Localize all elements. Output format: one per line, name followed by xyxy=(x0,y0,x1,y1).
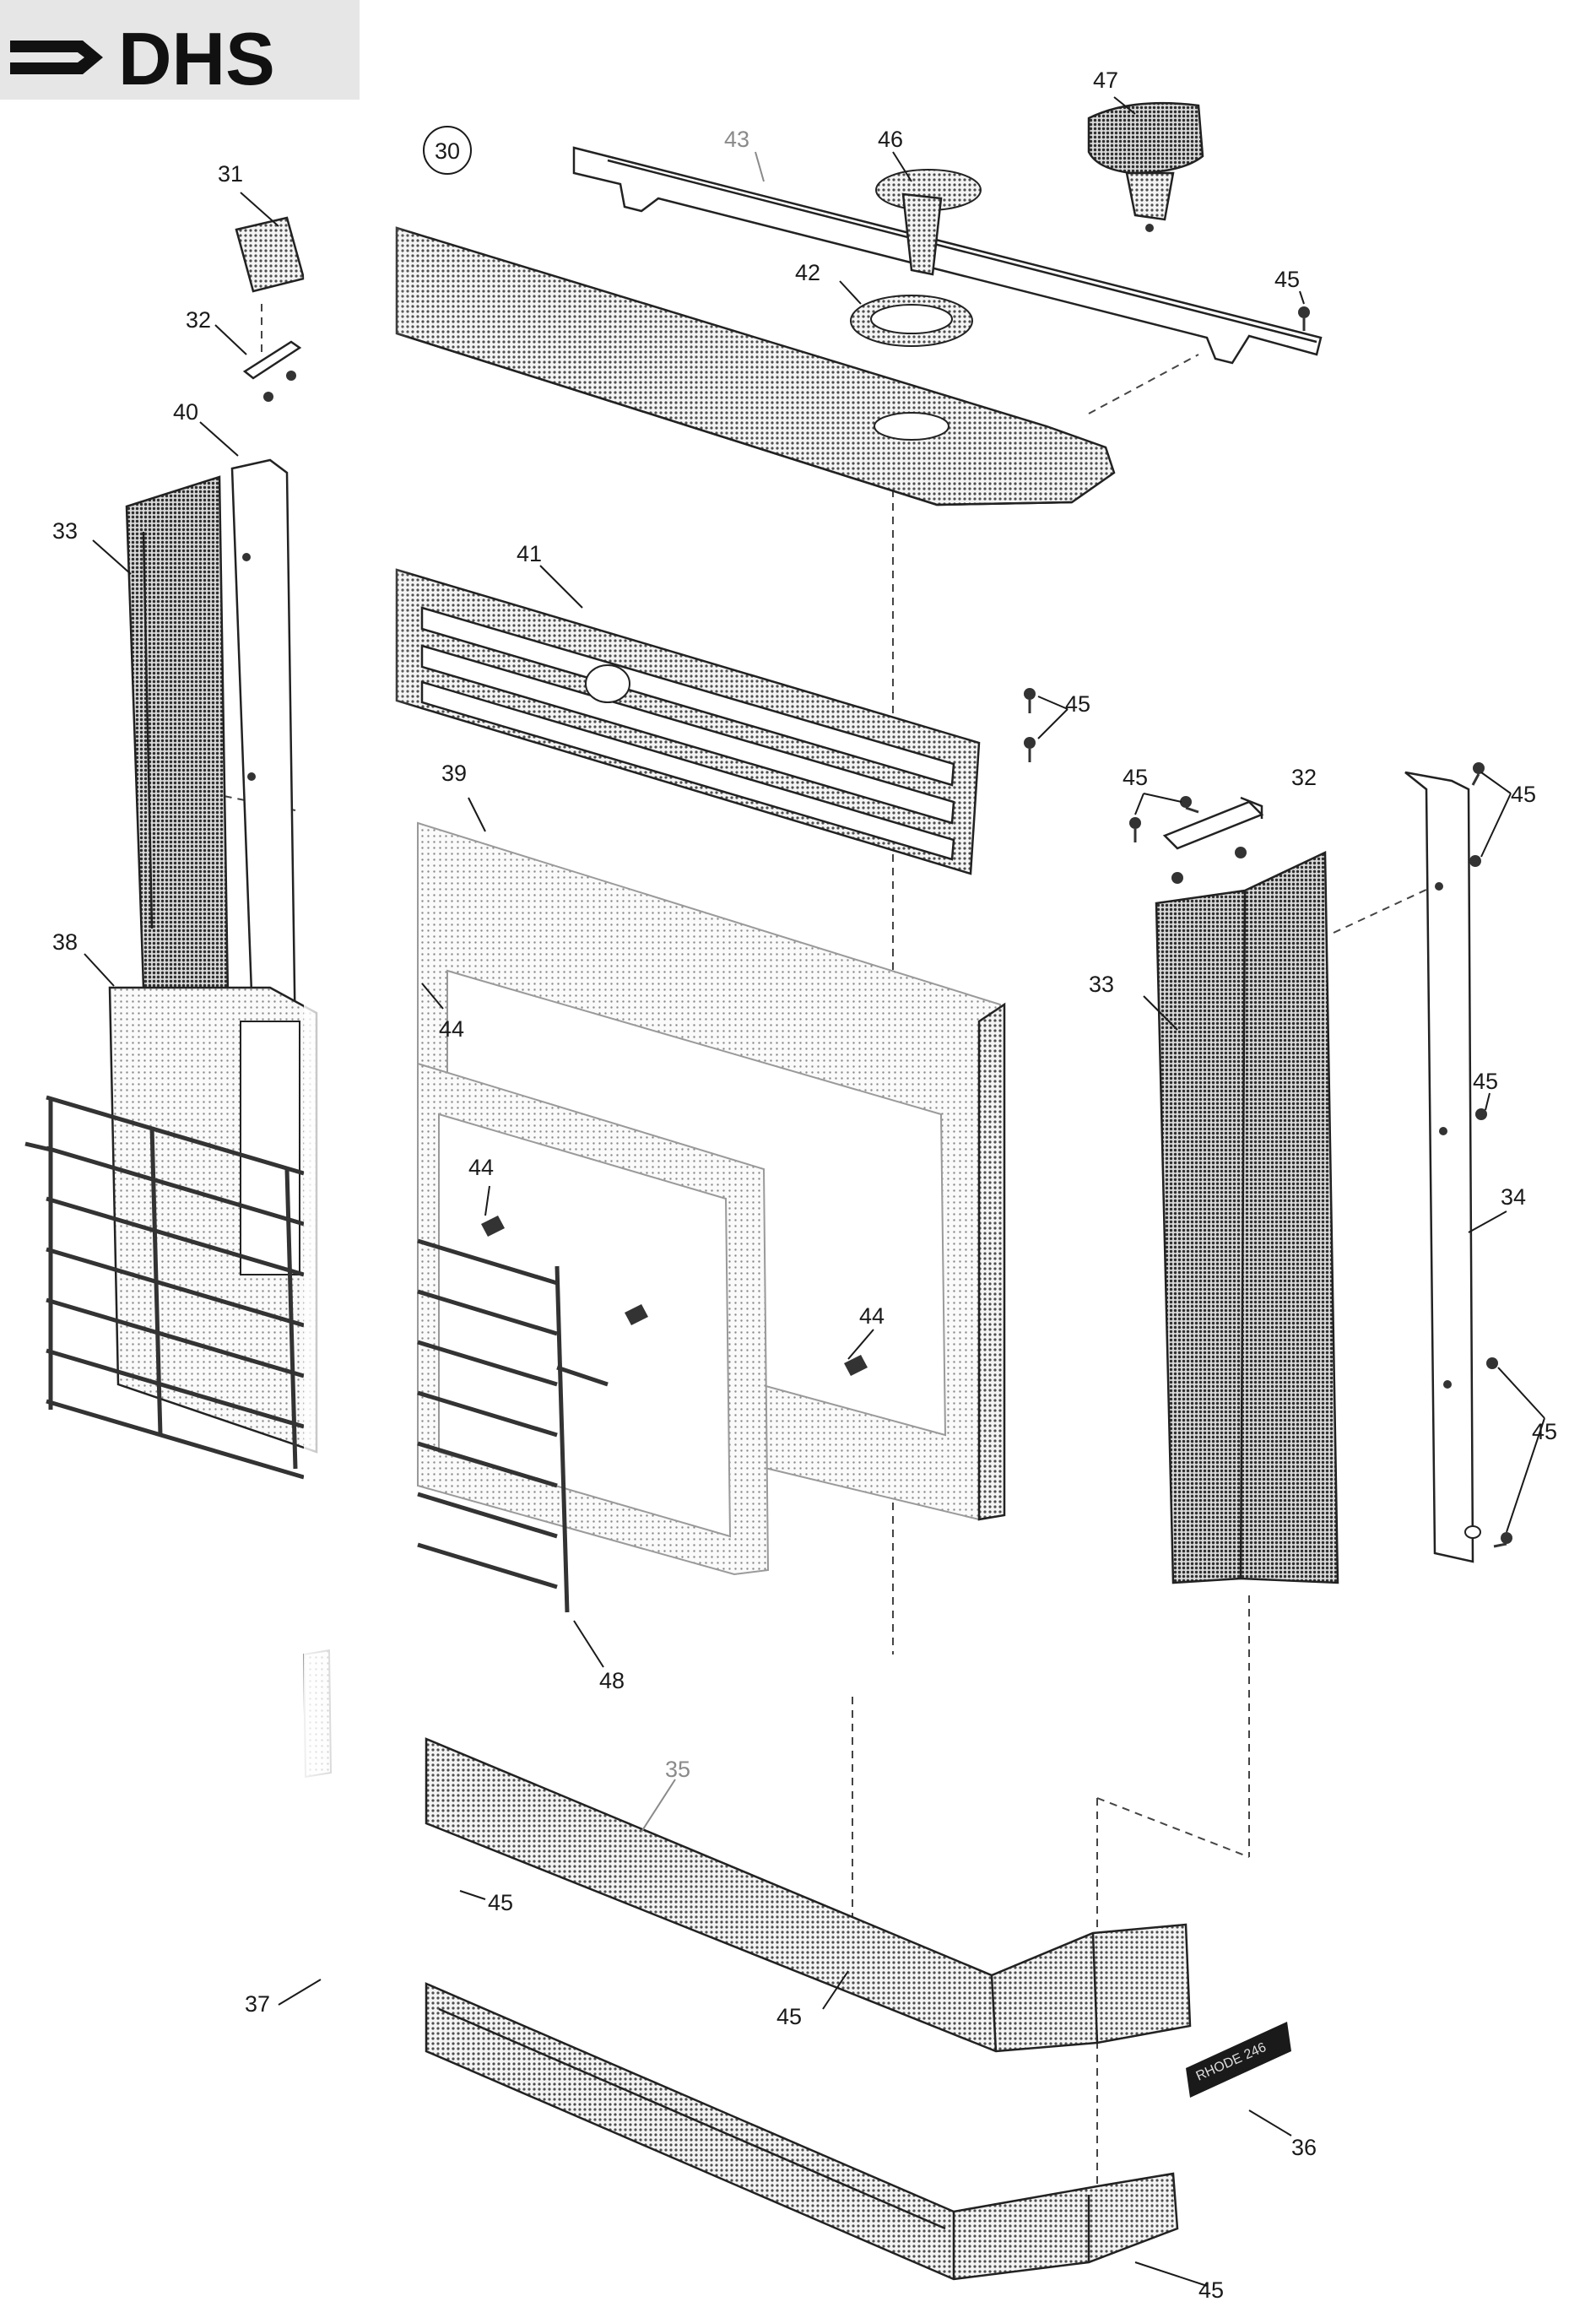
part-wire-grille-left xyxy=(24,1095,305,1480)
brand-logo: DHS xyxy=(0,0,360,100)
part-32-right-bracket xyxy=(1162,796,1264,850)
screws-32-icon xyxy=(1129,796,1247,884)
diagram-reference: 30 xyxy=(423,126,472,175)
callout-38: 38 xyxy=(52,929,78,955)
logo-text: DHS xyxy=(118,17,275,100)
callout-33-left: 33 xyxy=(52,518,78,544)
callout-45-mid: 45 xyxy=(1065,691,1090,717)
leader-lines xyxy=(84,96,1545,2287)
callout-44-c: 44 xyxy=(859,1303,885,1329)
callout-45-left-low: 45 xyxy=(488,1890,513,1915)
callout-45-rail-bot: 45 xyxy=(1532,1419,1557,1444)
callout-48: 48 xyxy=(599,1668,625,1693)
part-46-control-knob xyxy=(875,169,982,276)
part-33-right-side-panel xyxy=(1155,851,1339,1584)
callout-45-top: 45 xyxy=(1274,267,1300,292)
callout-41: 41 xyxy=(517,541,542,566)
part-43-top-rail xyxy=(572,146,1323,365)
callout-44-a: 44 xyxy=(439,1016,464,1042)
gutter-fade xyxy=(304,194,414,2307)
callout-45-rail-mid: 45 xyxy=(1473,1069,1498,1094)
callout-34: 34 xyxy=(1501,1184,1526,1210)
callout-33-right: 33 xyxy=(1089,972,1114,997)
callout-labels: 31 32 40 33 38 43 46 47 42 45 41 45 39 4… xyxy=(52,68,1557,2303)
callout-43: 43 xyxy=(724,127,749,152)
callout-31: 31 xyxy=(218,161,243,187)
callout-32-left: 32 xyxy=(186,307,211,333)
callout-35: 35 xyxy=(665,1757,690,1782)
callout-45-bracket: 45 xyxy=(1123,765,1148,790)
callout-36: 36 xyxy=(1291,2135,1317,2160)
diagram-reference-number: 30 xyxy=(435,138,460,164)
logo-arrow-icon xyxy=(10,41,103,74)
callout-47: 47 xyxy=(1093,68,1118,93)
part-37-base-rail xyxy=(425,1982,1179,2281)
screws-34-icon xyxy=(1469,762,1512,1548)
callout-45-bottom: 45 xyxy=(1198,2277,1224,2303)
screw-top-right-icon xyxy=(1298,306,1310,331)
part-31-top-left-cap xyxy=(235,216,306,293)
part-34-right-rail xyxy=(1404,771,1481,1563)
part-40-left-rail xyxy=(230,458,297,1048)
callout-42: 42 xyxy=(795,260,820,285)
screws-41-icon xyxy=(1024,688,1036,762)
part-32-left-bracket xyxy=(242,340,302,402)
part-47-knob xyxy=(1087,101,1204,232)
callout-46: 46 xyxy=(878,127,903,152)
callout-45-rail-top: 45 xyxy=(1511,782,1536,807)
part-48-wire-grille xyxy=(417,1238,609,1613)
callout-39: 39 xyxy=(441,761,467,786)
part-41-grille-bar xyxy=(395,568,981,875)
callout-37: 37 xyxy=(245,1991,270,2017)
top-panel xyxy=(395,226,1116,506)
callout-32-right: 32 xyxy=(1291,765,1317,790)
part-42-ring xyxy=(850,295,973,347)
callout-40: 40 xyxy=(173,399,198,425)
part-36-nameplate: RHODE 246 xyxy=(1186,2022,1291,2098)
callout-44-b: 44 xyxy=(468,1155,494,1180)
part-44-inner-frame xyxy=(417,1062,868,1576)
part-35-front-rail xyxy=(425,1737,1192,2053)
callout-45-front: 45 xyxy=(776,2004,802,2029)
part-33-left-side-panel xyxy=(125,475,230,998)
